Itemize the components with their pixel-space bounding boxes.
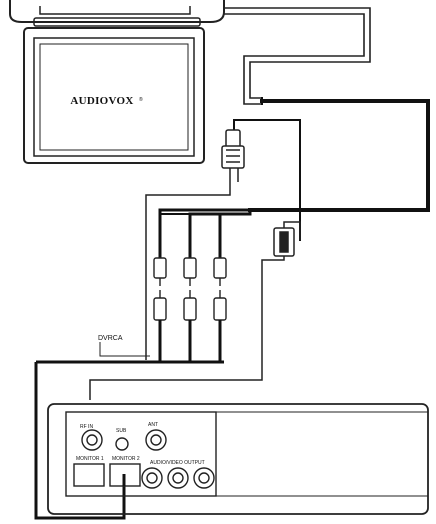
jack-label-sub: SUB [116, 428, 127, 434]
main-harness [234, 98, 428, 240]
rca-cable-down [36, 320, 224, 518]
av-output-label: AUDIO/VIDEO OUTPUT [150, 460, 205, 466]
inline-connector [222, 130, 244, 182]
monitor-ports [74, 464, 140, 486]
av-output-jacks [142, 468, 214, 488]
overhead-monitor [10, 0, 224, 163]
receiver-unit [48, 404, 428, 514]
port-label-monitor-2: MONITOR 2 [112, 456, 140, 462]
monitor-cable [224, 8, 370, 104]
port-label-monitor-1: MONITOR 1 [76, 456, 104, 462]
trademark-mark: ® [139, 96, 143, 103]
dvrca-label: DVRCA [98, 335, 123, 342]
jack-label-ant: ANT [148, 422, 158, 428]
jack-label-rf-in: RF IN [80, 424, 93, 430]
rca-plugs-upper [154, 258, 226, 286]
rca-plugs-lower [154, 290, 226, 320]
monitor-brand: AUDIOVOX [70, 95, 133, 107]
barrel-connector [274, 228, 294, 256]
dvrca-leader [100, 342, 150, 356]
